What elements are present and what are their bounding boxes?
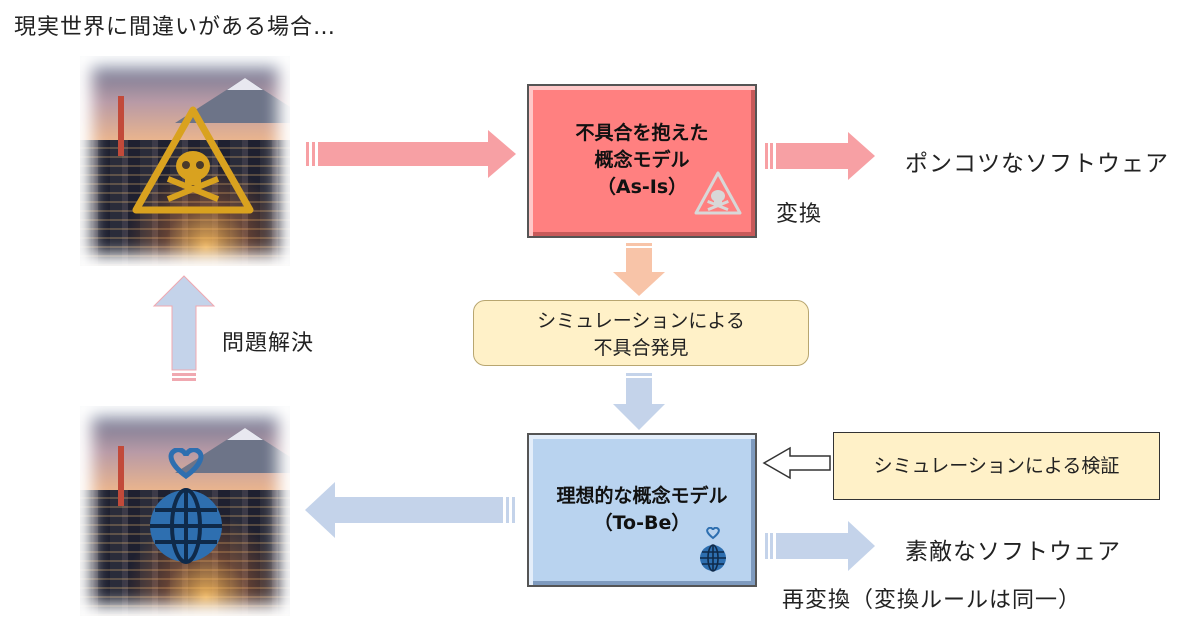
as-is-title-line1: 不具合を抱えた (575, 122, 709, 144)
arrow-down-to-tobe (613, 373, 665, 430)
to-be-title-line2: （To-Be） (593, 512, 691, 534)
transform-label: 変換 (776, 202, 823, 227)
simulation-line2: 不具合発見 (593, 337, 689, 359)
heart-globe-icon-small (700, 527, 726, 572)
simulation-verification-box: シミュレーションによる検証 (833, 432, 1160, 500)
simulation-discovery-box: シミュレーションによる 不具合発見 (473, 300, 809, 366)
arrow-to-bad-software (765, 132, 875, 180)
arrow-to-asis (306, 130, 516, 178)
as-is-model-box: 不具合を抱えた 概念モデル （As-Is） (527, 84, 757, 238)
arrow-from-verification (762, 446, 831, 480)
good-software-label: 素敵なソフトウェア (905, 539, 1121, 565)
header-text: 現実世界に間違いがある場合… (14, 15, 337, 40)
arrow-down-to-simulation (613, 243, 665, 296)
arrow-up-problem-solving (152, 275, 216, 381)
problem-solving-label: 問題解決 (222, 331, 315, 356)
city-photo-bottom (80, 406, 290, 616)
skull-warning-icon (132, 106, 254, 214)
arrow-to-good-software (765, 521, 875, 571)
skull-warning-icon-small (694, 171, 742, 215)
as-is-title-line3: （As-Is） (596, 176, 688, 198)
retransform-label: 再変換（変換ルールは同一） (782, 588, 1082, 613)
heart-globe-icon (150, 448, 222, 564)
as-is-title-line2: 概念モデル (594, 149, 690, 171)
to-be-title-line1: 理想的な概念モデル (556, 485, 728, 507)
city-photo-top (80, 56, 290, 266)
arrow-to-photo-bottom (305, 482, 515, 538)
to-be-model-box: 理想的な概念モデル （To-Be） (527, 433, 757, 587)
bad-software-label: ポンコツなソフトウェア (905, 151, 1169, 177)
simulation-line1: シミュレーションによる (537, 310, 745, 332)
